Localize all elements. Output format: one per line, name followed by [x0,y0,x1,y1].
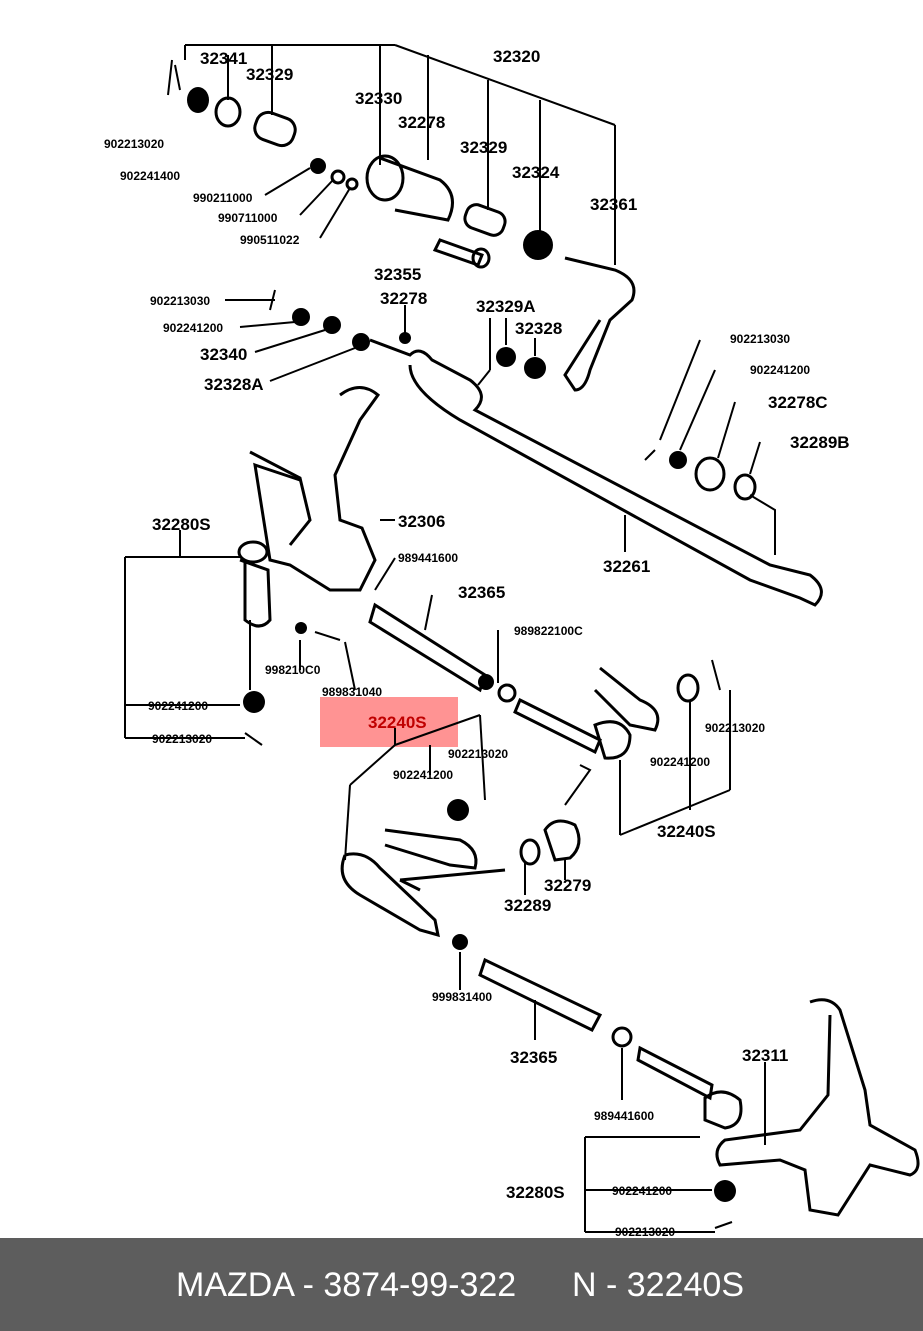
label-32278-a: 32278 [398,113,445,132]
highlight-box [320,697,458,747]
label-32365-a: 32365 [458,583,505,602]
label-32240s-highlighted: 32240S [368,713,427,732]
label-32329-b: 32329 [460,138,507,157]
label-32278c: 32278C [768,393,828,412]
label-32329-a: 32329 [246,65,293,84]
label-990711000: 990711000 [218,211,278,225]
label-989831040: 989831040 [322,685,382,699]
tie-rod-upper [368,594,731,895]
label-32240s-b: 32240S [657,822,716,841]
label-902213020-f: 902213020 [615,1225,675,1238]
label-32289b: 32289B [790,433,850,452]
label-902241200-f: 902241200 [612,1184,672,1198]
label-32280s-a: 32280S [152,515,211,534]
label-32361: 32361 [590,195,637,214]
label-32328a: 32328A [204,375,264,394]
label-32330: 32330 [355,89,402,108]
label-990211000: 990211000 [193,191,253,205]
label-32261: 32261 [603,557,650,576]
steering-linkage-diagram: 32341 32329 32330 32278 32320 32329 3232… [104,44,920,1238]
label-902213020-right: 902213020 [705,721,765,735]
footer-bar: MAZDA - 3874-99-322 N - 32240S [0,1238,923,1331]
label-902241200-d: 902241200 [393,768,453,782]
label-989822100c: 989822100C [514,624,583,638]
label-998210c0: 998210C0 [265,663,321,677]
label-902213020-c: 902213020 [152,732,212,746]
pitman-arm-assembly [167,44,636,392]
label-902213030-b: 902213030 [730,332,790,346]
label-32328: 32328 [515,319,562,338]
label-32289: 32289 [504,896,551,915]
label-902241200-b: 902241200 [750,363,810,377]
label-32311: 32311 [742,1046,788,1065]
brand-part-number: MAZDA - 3874-99-322 [176,1266,517,1304]
label-989441600-a: 989441600 [398,551,458,565]
label-990511022: 990511022 [240,233,300,247]
label-902241200-c: 902241200 [148,699,208,713]
left-knuckle-assembly [124,386,396,746]
diagram-part-code: N - 32240S [572,1266,744,1304]
label-902241200-e: 902241200 [650,755,710,769]
label-32280s-b: 32280S [506,1183,565,1202]
label-902213030-a: 902213030 [150,294,210,308]
label-32320: 32320 [493,47,540,66]
label-32278-b: 32278 [380,289,427,308]
label-902213020-d: 902213020 [448,747,508,761]
label-989441600-b: 989441600 [594,1109,654,1123]
label-32279: 32279 [544,876,591,895]
label-32306: 32306 [398,512,445,531]
label-32324: 32324 [512,163,560,182]
label-32365-b: 32365 [510,1048,557,1067]
label-32340: 32340 [200,345,247,364]
label-32341: 32341 [200,49,247,68]
label-902241400: 902241400 [120,169,180,183]
label-999831400: 999831400 [432,990,492,1004]
label-902213020-top: 902213020 [104,137,164,151]
tie-rod-lower [340,714,743,1233]
labels: 32341 32329 32330 32278 32320 32329 3232… [104,47,850,1238]
label-902241200-a: 902241200 [163,321,223,335]
label-32329a: 32329A [476,297,536,316]
center-link-assembly [225,289,823,607]
right-knuckle-assembly [715,998,920,1217]
label-32355: 32355 [374,265,421,284]
